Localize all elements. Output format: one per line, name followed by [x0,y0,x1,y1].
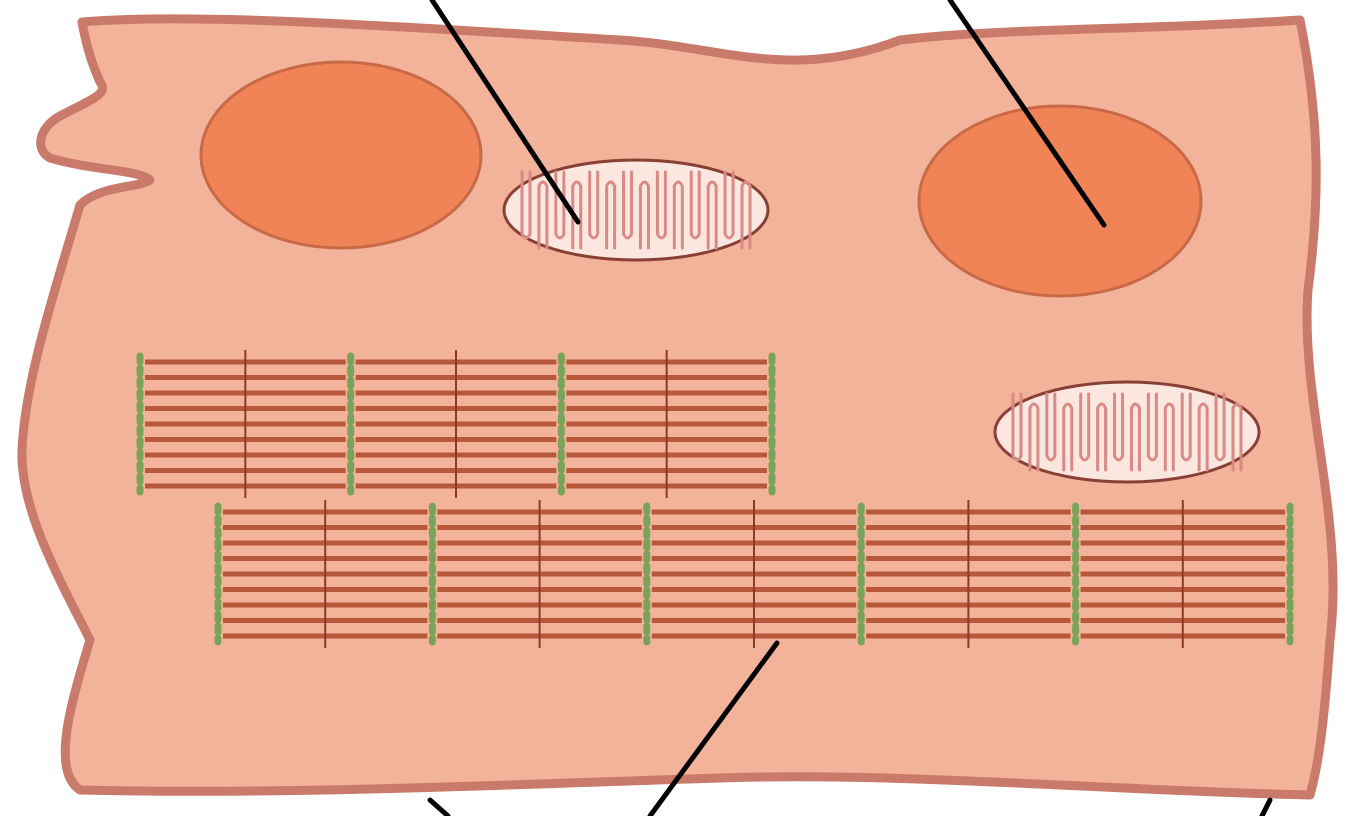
mitochondrion-outer-membrane [995,382,1259,482]
mitochondrion [504,160,768,260]
nucleus [919,106,1201,296]
nucleus [201,62,481,248]
leader-line-bottom-right [1262,800,1270,816]
mitochondrion-outer-membrane [504,160,768,260]
mitochondrion [995,382,1259,482]
leader-line-bottom-left [430,800,448,816]
